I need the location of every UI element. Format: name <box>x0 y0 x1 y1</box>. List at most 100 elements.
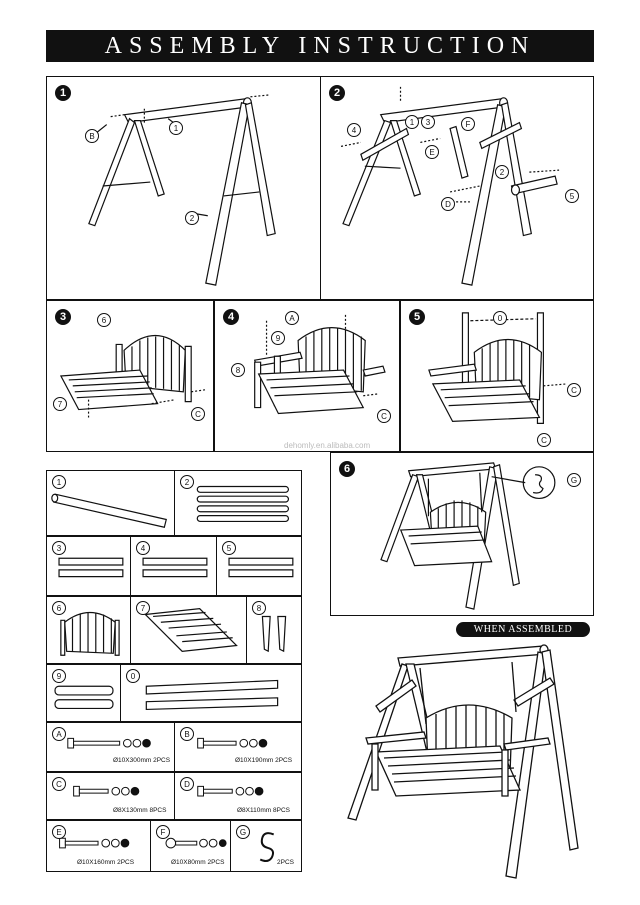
bolt-b-icon <box>175 723 301 771</box>
hardware-g-panel: G 2PCS <box>230 820 302 872</box>
hardware-spec: Ø8X130mm 8PCS <box>113 807 167 814</box>
step-2-illustration <box>321 77 593 299</box>
step-number: 2 <box>329 85 345 101</box>
callout-5: 5 <box>565 189 579 203</box>
callout-c: C <box>191 407 205 421</box>
hardware-b-panel: B Ø10X190mm 2PCS <box>174 722 302 772</box>
bolt-a-icon <box>47 723 175 771</box>
step-number: 3 <box>55 309 71 325</box>
hardware-f-panel: F Ø10X80mm 2PCS <box>150 820 232 872</box>
part-number: 1 <box>52 475 66 489</box>
title-banner: ASSEMBLY INSTRUCTION <box>46 30 594 62</box>
callout-0: 0 <box>493 311 507 325</box>
hardware-d-panel: D Ø8X110mm 8PCS <box>174 772 302 820</box>
part-4-illustration <box>131 537 217 595</box>
eye-bolt-f-icon <box>151 821 231 871</box>
hardware-letter: G <box>236 825 250 839</box>
page-title: ASSEMBLY INSTRUCTION <box>104 32 536 59</box>
callout-2: 2 <box>495 165 509 179</box>
callout-3: 3 <box>421 115 435 129</box>
part-number: 5 <box>222 541 236 555</box>
step-3-panel: 3 6 7 C <box>46 300 214 452</box>
callout-8: 8 <box>231 363 245 377</box>
callout-d: D <box>441 197 455 211</box>
part-1-panel: 1 <box>46 470 176 536</box>
part-number: 6 <box>52 601 66 615</box>
callout-6: 6 <box>97 313 111 327</box>
hardware-letter: B <box>180 727 194 741</box>
step-5-illustration <box>401 301 593 451</box>
hardware-spec: Ø10X80mm 2PCS <box>171 859 225 866</box>
step-number: 6 <box>339 461 355 477</box>
callout-b: B <box>85 129 99 143</box>
callout-a: A <box>285 311 299 325</box>
hardware-spec: 2PCS <box>277 859 294 866</box>
part-7-panel: 7 <box>130 596 248 664</box>
step-number: 4 <box>223 309 239 325</box>
bolt-e-icon <box>47 821 151 871</box>
s-hook-g-icon <box>231 821 301 871</box>
callout-c: C <box>377 409 391 423</box>
hardware-letter: A <box>52 727 66 741</box>
hardware-spec: Ø10X160mm 2PCS <box>77 859 135 866</box>
part-6-panel: 6 <box>46 596 132 664</box>
part-number: 2 <box>180 475 194 489</box>
part-number: 0 <box>126 669 140 683</box>
hardware-a-panel: A Ø10X300mm 2PCS <box>46 722 176 772</box>
step-3-illustration <box>47 301 213 451</box>
callout-c-lower: C <box>537 433 551 447</box>
hardware-spec: Ø8X110mm 8PCS <box>237 807 290 814</box>
callout-1: 1 <box>405 115 419 129</box>
when-assembled-label: WHEN ASSEMBLED <box>456 622 590 637</box>
step-4-panel: 4 A 8 9 C <box>214 300 400 452</box>
step-4-illustration <box>215 301 399 451</box>
watermark: dehomly.en.alibaba.com <box>284 441 371 450</box>
assembled-swing-illustration <box>336 640 594 884</box>
hardware-spec: Ø10X190mm 2PCS <box>235 757 293 764</box>
part-3-panel: 3 <box>46 536 132 596</box>
step-number: 1 <box>55 85 71 101</box>
bolt-c-icon <box>47 773 175 819</box>
part-0-panel: 0 <box>120 664 302 722</box>
callout-c-upper: C <box>567 383 581 397</box>
part-8-illustration <box>247 597 301 663</box>
part-9-panel: 9 <box>46 664 122 722</box>
step-5-panel: 5 0 C C <box>400 300 594 452</box>
part-6-illustration <box>47 597 131 663</box>
step-6-illustration <box>331 453 593 615</box>
part-1-illustration <box>47 471 175 535</box>
hardware-letter: D <box>180 777 194 791</box>
callout-9: 9 <box>271 331 285 345</box>
part-number: 3 <box>52 541 66 555</box>
callout-7: 7 <box>53 397 67 411</box>
part-8-panel: 8 <box>246 596 302 664</box>
step-number: 5 <box>409 309 425 325</box>
callout-1: 1 <box>169 121 183 135</box>
part-5-illustration <box>217 537 301 595</box>
part-2-panel: 2 <box>174 470 302 536</box>
callout-4-left: 4 <box>347 123 361 137</box>
part-number: 9 <box>52 669 66 683</box>
part-number: 8 <box>252 601 266 615</box>
step-1-illustration <box>47 77 321 299</box>
step-6-panel: 6 G <box>330 452 594 616</box>
hardware-spec: Ø10X300mm 2PCS <box>113 757 171 764</box>
callout-g: G <box>567 473 581 487</box>
part-3-illustration <box>47 537 131 595</box>
callout-e: E <box>425 145 439 159</box>
part-4-panel: 4 <box>130 536 218 596</box>
hardware-letter: C <box>52 777 66 791</box>
bolt-d-icon <box>175 773 301 819</box>
part-7-illustration <box>131 597 247 663</box>
part-number: 7 <box>136 601 150 615</box>
hardware-letter: E <box>52 825 66 839</box>
callout-f: F <box>461 117 475 131</box>
part-number: 4 <box>136 541 150 555</box>
hardware-letter: F <box>156 825 170 839</box>
step-1-panel: 1 1 2 B <box>46 76 322 300</box>
part-0-illustration <box>121 665 301 721</box>
hardware-e-panel: E Ø10X160mm 2PCS <box>46 820 152 872</box>
part-2-illustration <box>175 471 301 535</box>
hardware-c-panel: C Ø8X130mm 8PCS <box>46 772 176 820</box>
callout-2: 2 <box>185 211 199 225</box>
